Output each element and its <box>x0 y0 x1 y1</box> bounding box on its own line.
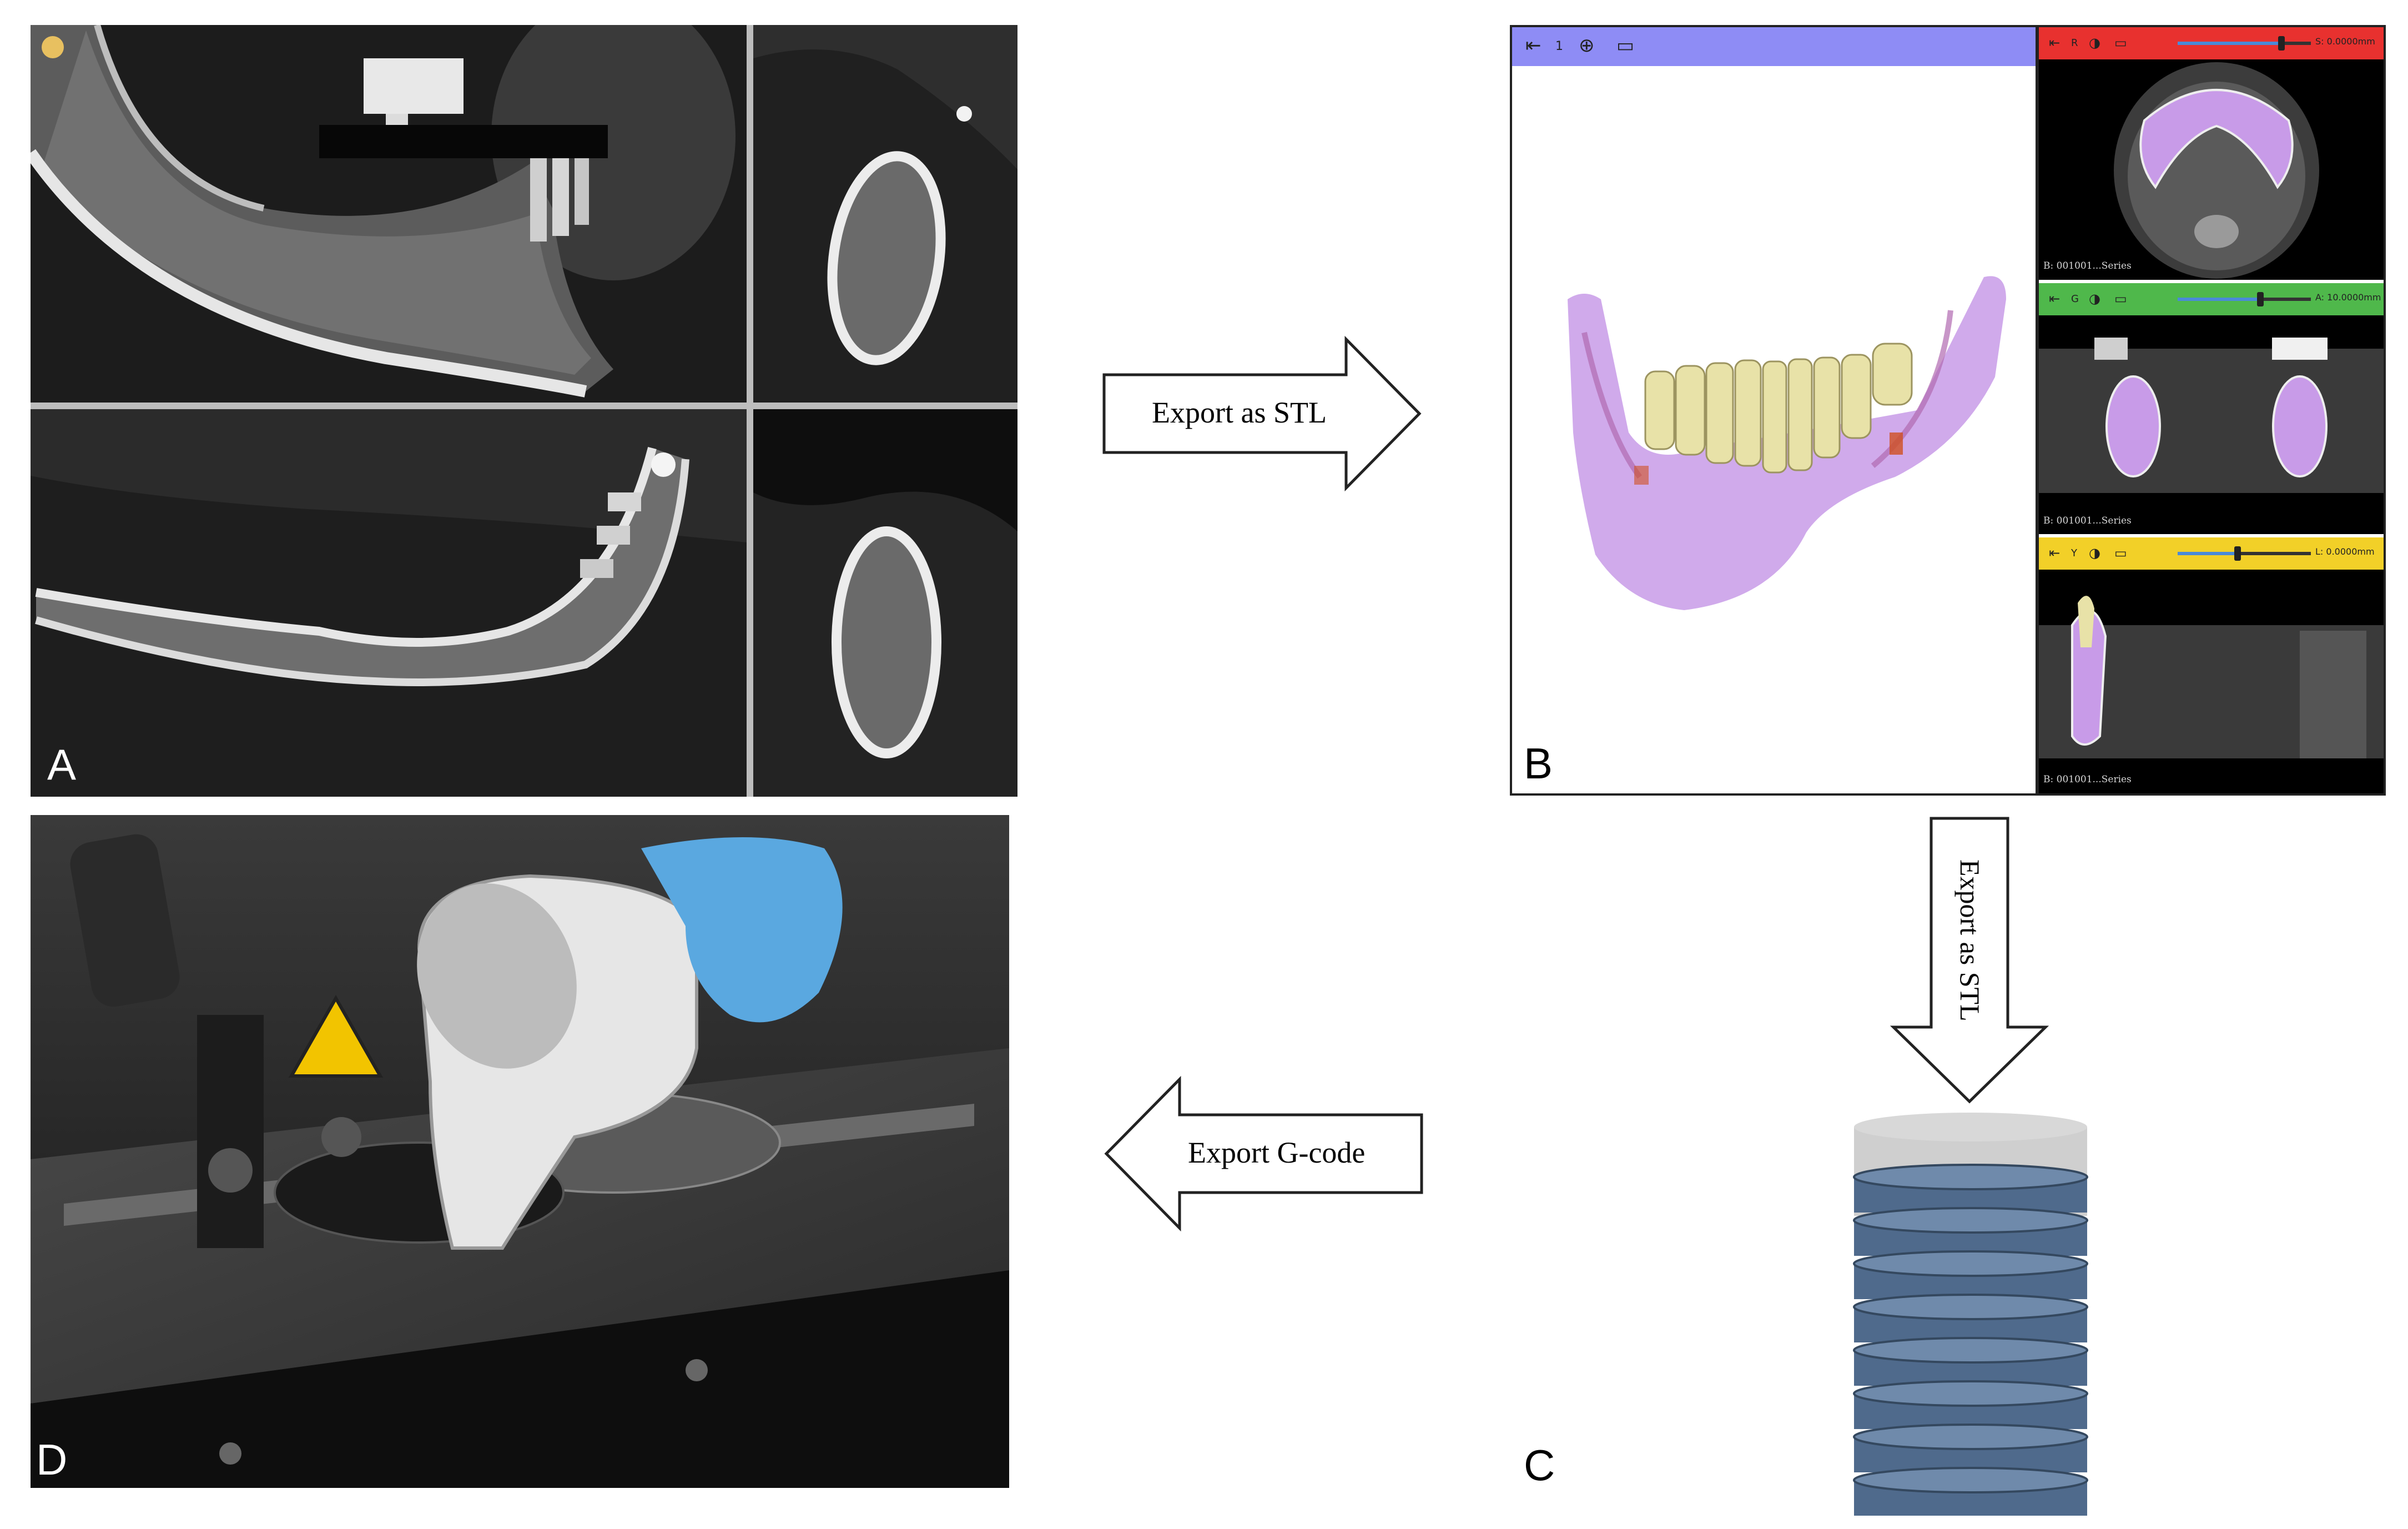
cylinder-ring-top <box>1853 1164 2088 1190</box>
slice-series-caption: B: 001001...Series <box>2043 774 2132 785</box>
maximize-view-icon[interactable]: ▭ <box>1616 34 1635 57</box>
slice-offset-slider-track[interactable] <box>2178 552 2311 555</box>
slice-color-label: G <box>2071 293 2079 305</box>
sagittal-ct-image <box>31 25 747 403</box>
slice-series-caption: B: 001001...Series <box>2043 515 2132 526</box>
cylinder-ring-top <box>1853 1380 2088 1407</box>
slice-offset-slider-fill <box>2178 298 2260 301</box>
slice-offset-value: A: 10.0000mm <box>2315 292 2381 303</box>
warning-gear-icon <box>288 994 384 1078</box>
arrow-label-b-to-c: Export as STL <box>1954 859 1986 1022</box>
cross-section-ct-image-bottom <box>753 409 1017 797</box>
panel-b-slicer-window: ⇤ 1 ⊕ ▭ ⇤ <box>1510 25 2386 796</box>
sagittal-slice-toolbar: ⇤ Y ◑ ▭ L: 0.0000mm <box>2039 537 2384 570</box>
panoramic-ct-image <box>31 409 747 797</box>
3d-view[interactable]: ⇤ 1 ⊕ ▭ <box>1512 27 2039 793</box>
panel-c-printed-cylinder <box>1853 1113 2088 1516</box>
sagittal-slice-view[interactable]: ⇤ Y ◑ ▭ L: 0.0000mm B: 001001...Series <box>2039 537 2384 793</box>
cylinder-layer-rings <box>1853 1164 2088 1516</box>
arrow-down-export-stl <box>1890 817 2049 1104</box>
pin-icon[interactable]: ⇤ <box>1525 34 1541 57</box>
coronal-slice-view[interactable]: ⇤ G ◑ ▭ A: 10.0000mm B: 001001...Series <box>2039 283 2384 534</box>
maximize-view-icon[interactable]: ▭ <box>2114 545 2127 561</box>
panoramic-ct-slice <box>31 409 747 797</box>
panel-label-d: D <box>36 1435 68 1484</box>
coronal-slice-toolbar: ⇤ G ◑ ▭ A: 10.0000mm <box>2039 283 2384 315</box>
gloved-hand <box>641 837 843 1023</box>
slice-offset-slider-fill <box>2178 42 2282 45</box>
slice-color-label: R <box>2071 37 2078 49</box>
cylinder-ring-top <box>1853 1337 2088 1364</box>
panel-a-cbct-views <box>31 25 1017 797</box>
panel-d-printer-photo <box>31 815 1009 1488</box>
slice-offset-slider-fill <box>2178 552 2238 555</box>
cylinder-ring-top <box>1853 1294 2088 1320</box>
slice-offset-value: S: 0.0000mm <box>2315 36 2375 47</box>
panel-label-b: B <box>1524 739 1553 788</box>
cylinder-ring-top <box>1853 1207 2088 1234</box>
slice-offset-slider-knob[interactable] <box>2278 36 2285 51</box>
orientation-marker-icon <box>42 36 64 58</box>
arrow-label-a-to-b: Export as STL <box>1152 396 1327 429</box>
link-icon[interactable]: ◑ <box>2089 545 2100 561</box>
maximize-view-icon[interactable]: ▭ <box>2114 291 2127 306</box>
powder-printer-image <box>31 815 1009 1488</box>
pin-icon[interactable]: ⇤ <box>2049 35 2061 51</box>
axial-slice-image <box>2114 62 2319 279</box>
panel-label-a: A <box>47 740 77 789</box>
3d-view-toolbar: ⇤ 1 ⊕ ▭ <box>1512 27 2036 66</box>
pin-icon[interactable]: ⇤ <box>2049 545 2061 561</box>
arrow-left-export-gcode <box>1104 1076 1423 1231</box>
axial-slice-toolbar: ⇤ R ◑ ▭ S: 0.0000mm <box>2039 27 2384 59</box>
coronal-slice-image <box>2039 338 2384 493</box>
cylinder-ring-top <box>1853 1424 2088 1450</box>
center-view-icon[interactable]: ⊕ <box>1579 34 1595 57</box>
cylinder-ring-top <box>1853 1467 2088 1493</box>
sagittal-ct-slice <box>31 25 747 403</box>
view-index-icon: 1 <box>1555 39 1563 53</box>
view-divider-horizontal <box>31 403 1017 409</box>
cross-section-ct-image-top <box>753 25 1017 403</box>
link-icon[interactable]: ◑ <box>2089 35 2100 51</box>
slice-series-caption: B: 001001...Series <box>2043 260 2132 271</box>
pin-icon[interactable]: ⇤ <box>2049 291 2061 306</box>
view-divider-vertical <box>747 25 753 797</box>
maximize-view-icon[interactable]: ▭ <box>2114 35 2127 51</box>
slice-color-label: Y <box>2071 547 2077 559</box>
cross-section-ct-slice-bottom <box>753 409 1017 797</box>
slice-offset-value: L: 0.0000mm <box>2315 546 2375 557</box>
slice-offset-slider-knob[interactable] <box>2256 292 2264 306</box>
teeth-model <box>1644 343 1913 474</box>
arrow-label-c-to-d: Export G-code <box>1188 1136 1366 1169</box>
cross-section-ct-slice-top <box>753 25 1017 403</box>
slice-offset-slider-knob[interactable] <box>2234 546 2241 561</box>
arrow-right-export-stl <box>1102 336 1422 491</box>
mandible-3d-model[interactable] <box>1562 266 2017 621</box>
cylinder-ring-top <box>1853 1250 2088 1277</box>
sagittal-slice-image <box>2039 596 2384 758</box>
panel-label-c: C <box>1524 1441 1555 1490</box>
link-icon[interactable]: ◑ <box>2089 291 2100 306</box>
axial-slice-view[interactable]: ⇤ R ◑ ▭ S: 0.0000mm B: 001001...Series <box>2039 27 2384 280</box>
